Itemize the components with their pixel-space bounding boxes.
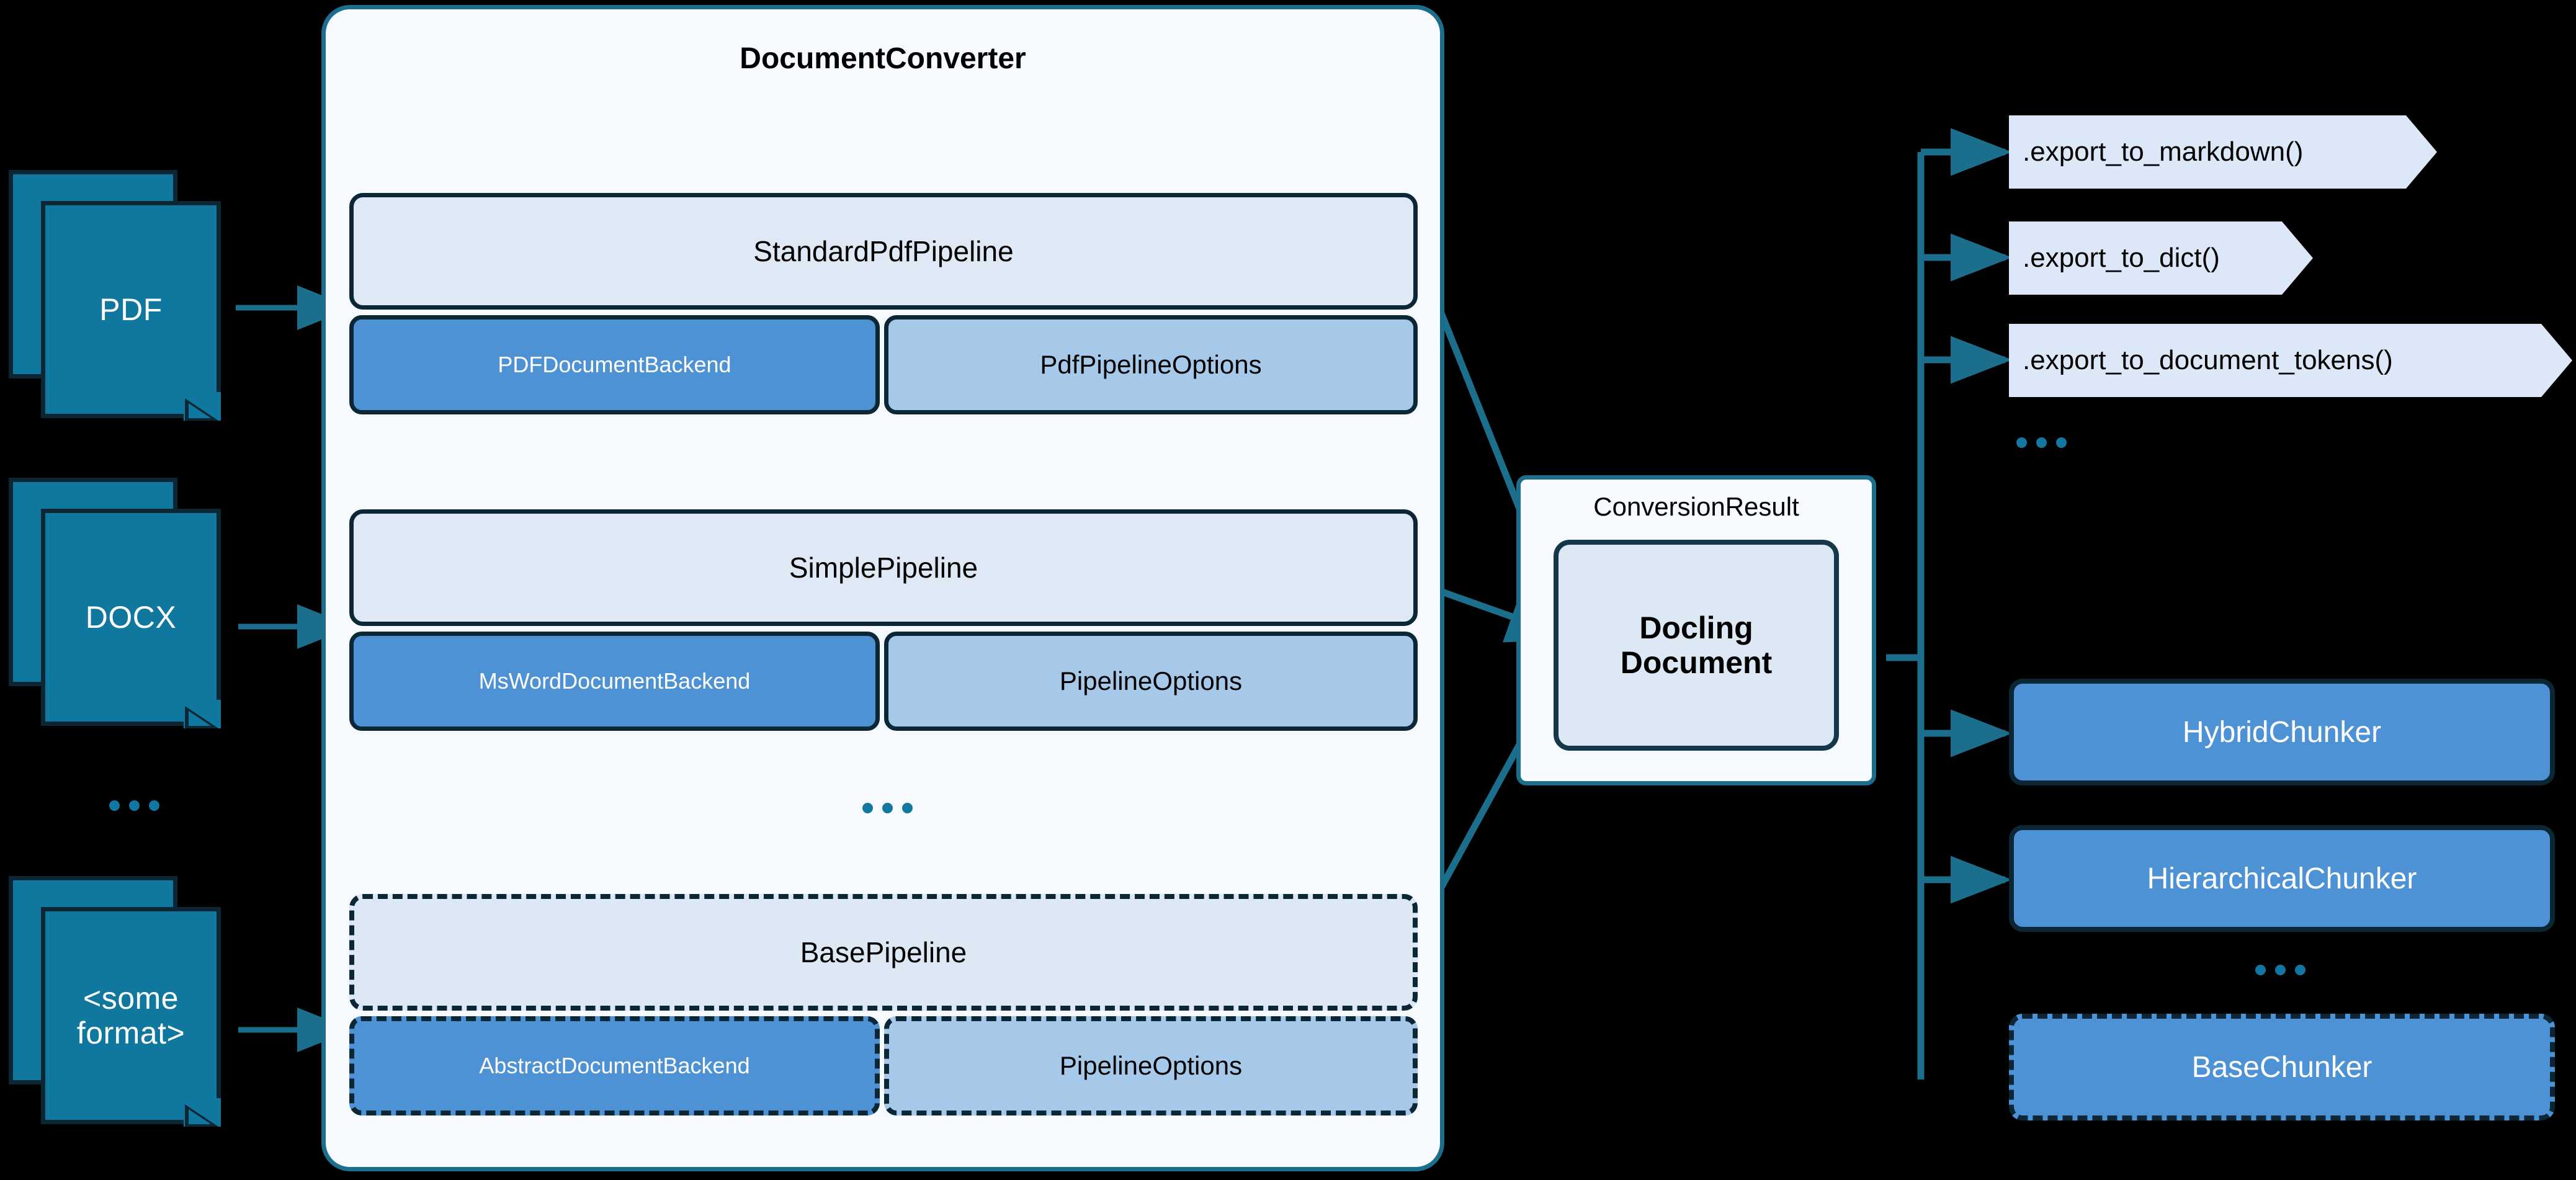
- document-front-page: DOCX: [41, 509, 221, 726]
- docling-document-label: Docling Document: [1620, 610, 1773, 680]
- exports-ellipsis: [2016, 437, 2067, 448]
- conversion-result-label: ConversionResult: [1593, 492, 1799, 521]
- export-dict-chevron[interactable]: .export_to_dict(): [2009, 221, 2313, 295]
- input-ellipsis: [109, 800, 159, 811]
- page-fold-icon: [184, 1098, 221, 1127]
- pipeline-head-basepipeline[interactable]: BasePipeline: [349, 894, 1418, 1011]
- converter-ellipsis: [862, 803, 913, 813]
- chunker-basechunker[interactable]: BaseChunker: [2009, 1014, 2555, 1120]
- document-label: <some format>: [76, 981, 186, 1050]
- export-document-tokens-chevron[interactable]: .export_to_document_tokens(): [2009, 324, 2572, 397]
- document-label: DOCX: [85, 600, 177, 635]
- document-front-page: <some format>: [41, 907, 221, 1124]
- options-pipelineoptions-base[interactable]: PipelineOptions: [884, 1016, 1418, 1115]
- pipeline-head-simplepipeline[interactable]: SimplePipeline: [349, 509, 1418, 626]
- chunker-hybridchunker[interactable]: HybridChunker: [2009, 679, 2555, 785]
- chunkers-ellipsis: [2255, 965, 2305, 975]
- pipeline-head-standardpdfpipeline[interactable]: StandardPdfPipeline: [349, 193, 1418, 310]
- backend-msworddocumentbackend[interactable]: MsWordDocumentBackend: [349, 632, 880, 731]
- backend-pdfdocumentbackend[interactable]: PDFDocumentBackend: [349, 315, 880, 414]
- options-pipelineoptions-simple[interactable]: PipelineOptions: [884, 632, 1418, 731]
- document-front-page: PDF: [41, 201, 221, 418]
- page-fold-icon: [184, 392, 221, 421]
- input-document-pdf[interactable]: PDF: [9, 170, 232, 421]
- options-pdfpipelineoptions[interactable]: PdfPipelineOptions: [884, 315, 1418, 414]
- backend-abstractdocumentbackend[interactable]: AbstractDocumentBackend: [349, 1016, 880, 1115]
- document-label: PDF: [99, 292, 163, 327]
- input-document-other-format[interactable]: <some format>: [9, 876, 232, 1127]
- chunker-hierarchicalchunker[interactable]: HierarchicalChunker: [2009, 825, 2555, 932]
- docling-document-box[interactable]: Docling Document: [1554, 540, 1839, 751]
- input-document-docx[interactable]: DOCX: [9, 478, 232, 728]
- page-fold-icon: [184, 700, 221, 728]
- page-title: DocumentConverter: [740, 42, 1026, 75]
- export-markdown-chevron[interactable]: .export_to_markdown(): [2009, 115, 2437, 189]
